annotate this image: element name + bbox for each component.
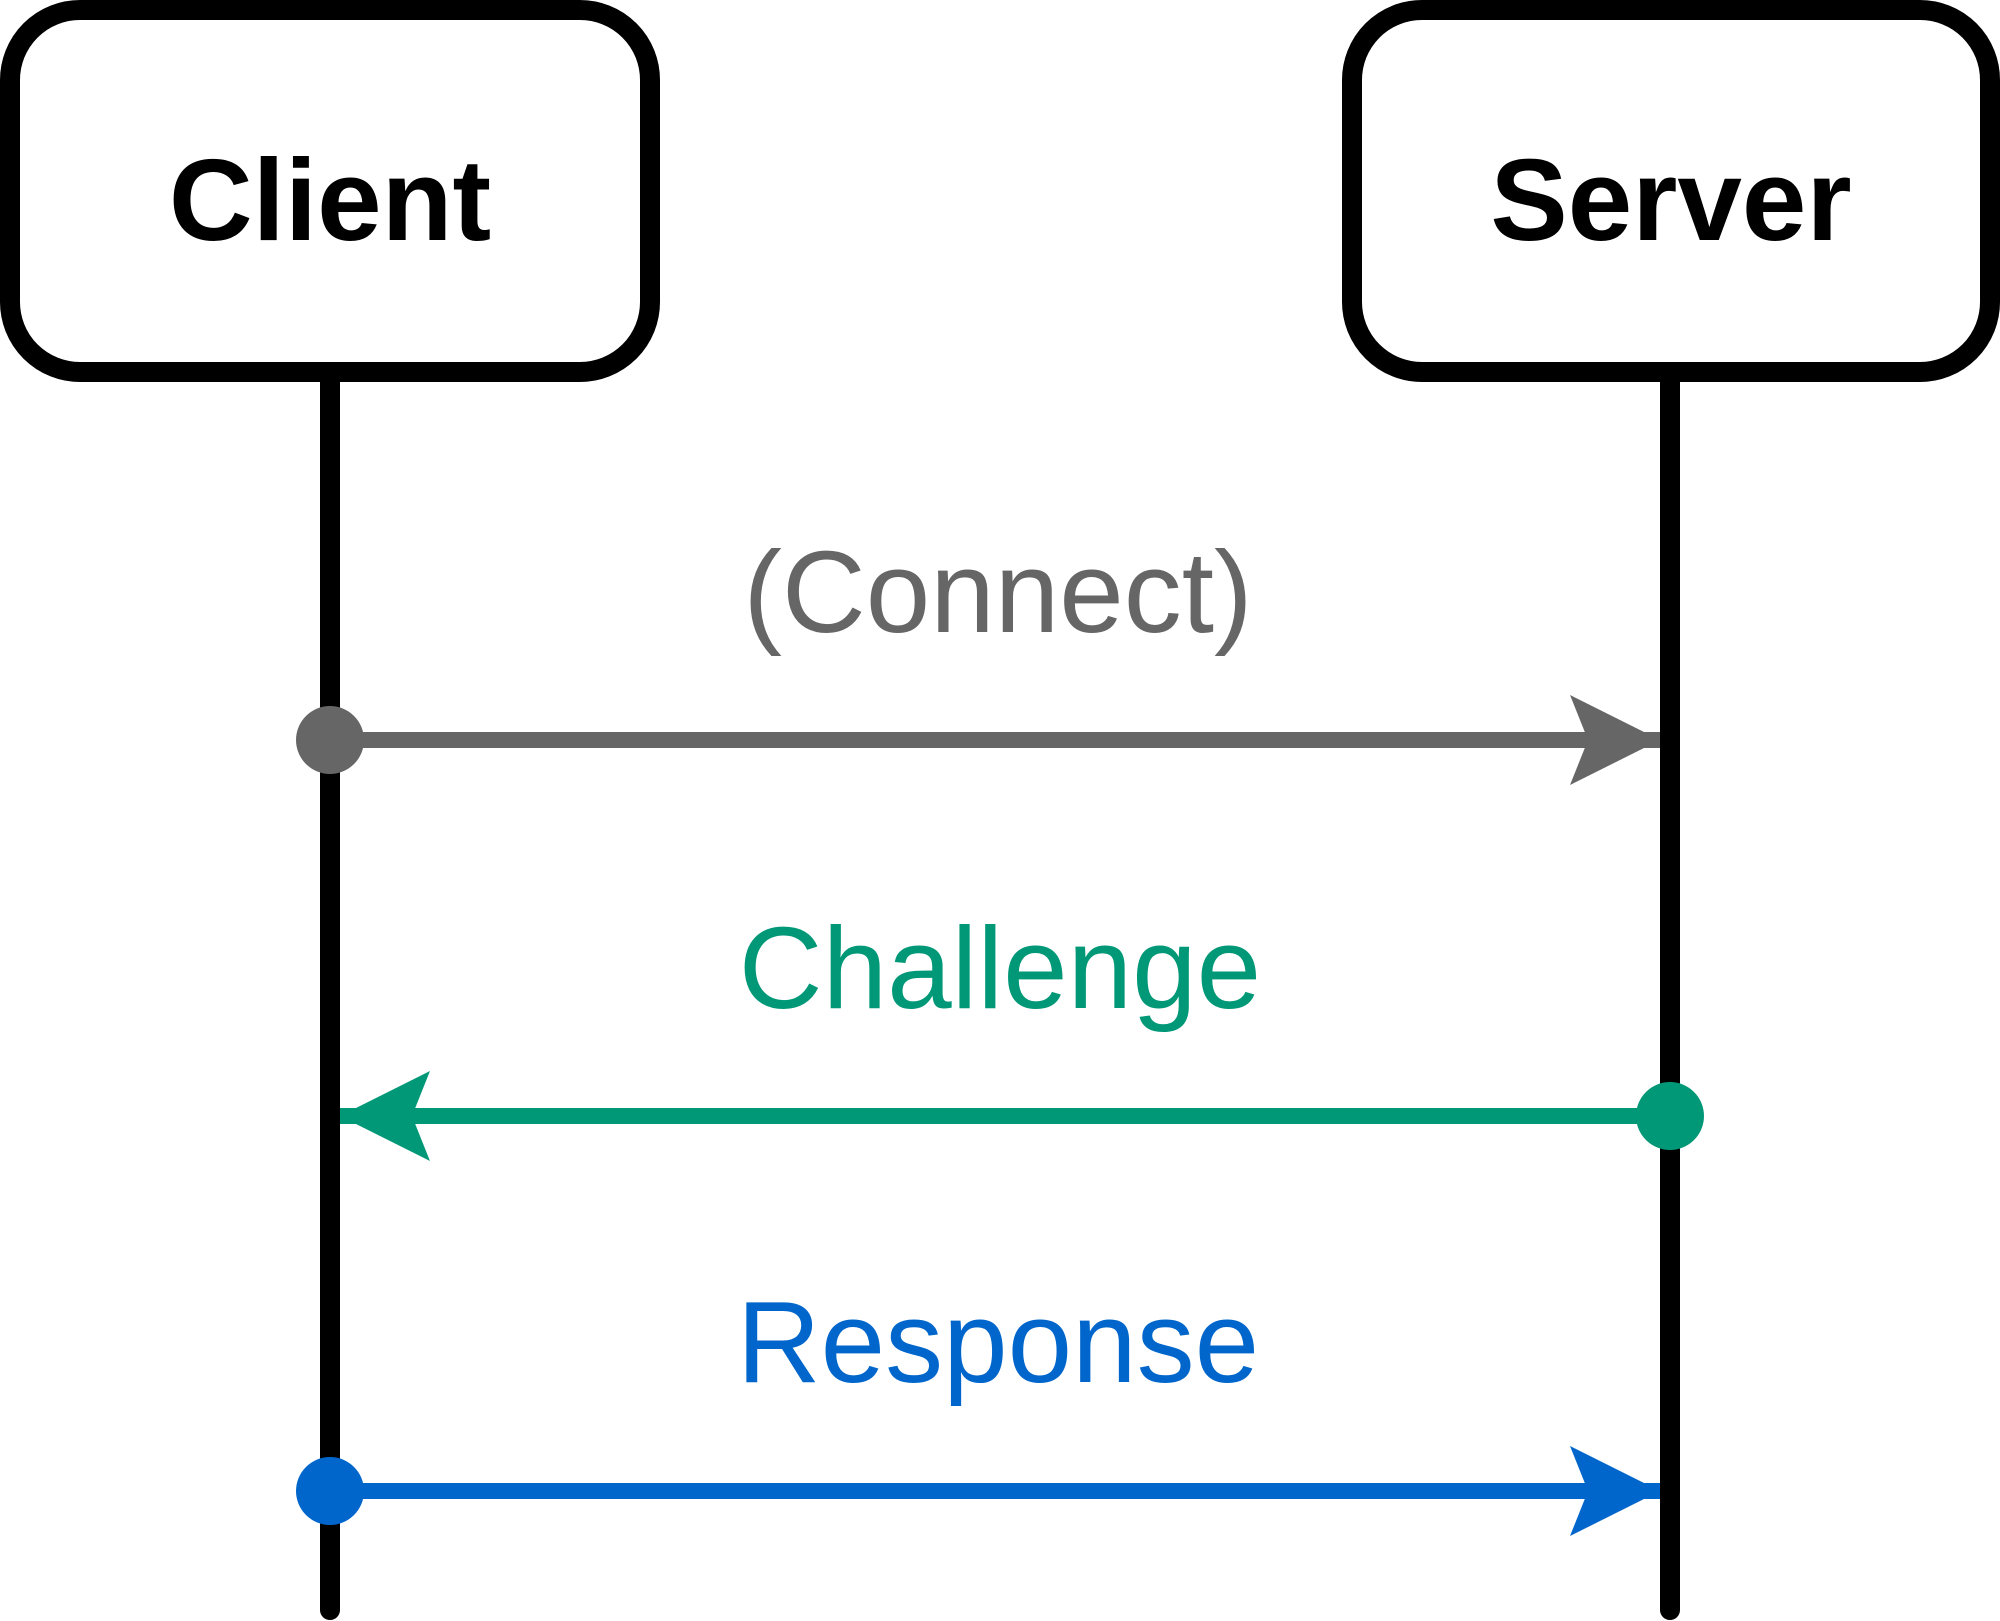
message-response-origin-dot [296,1457,364,1525]
server-actor-box [1342,0,2000,382]
server-actor-label: Server [1490,135,1851,265]
message-challenge-label: Challenge [739,903,1261,1033]
client-actor: Client [0,0,660,382]
message-response: Response [296,1277,1660,1536]
client-actor-box [0,0,660,382]
server-actor: Server [1342,0,2000,382]
message-connect: (Connect) [296,527,1660,785]
message-response-label: Response [737,1277,1259,1407]
client-actor-label: Client [169,135,491,265]
message-connect-label: (Connect) [743,527,1252,657]
message-challenge: Challenge [340,903,1704,1161]
message-challenge-origin-dot [1636,1082,1704,1150]
message-connect-origin-dot [296,706,364,774]
